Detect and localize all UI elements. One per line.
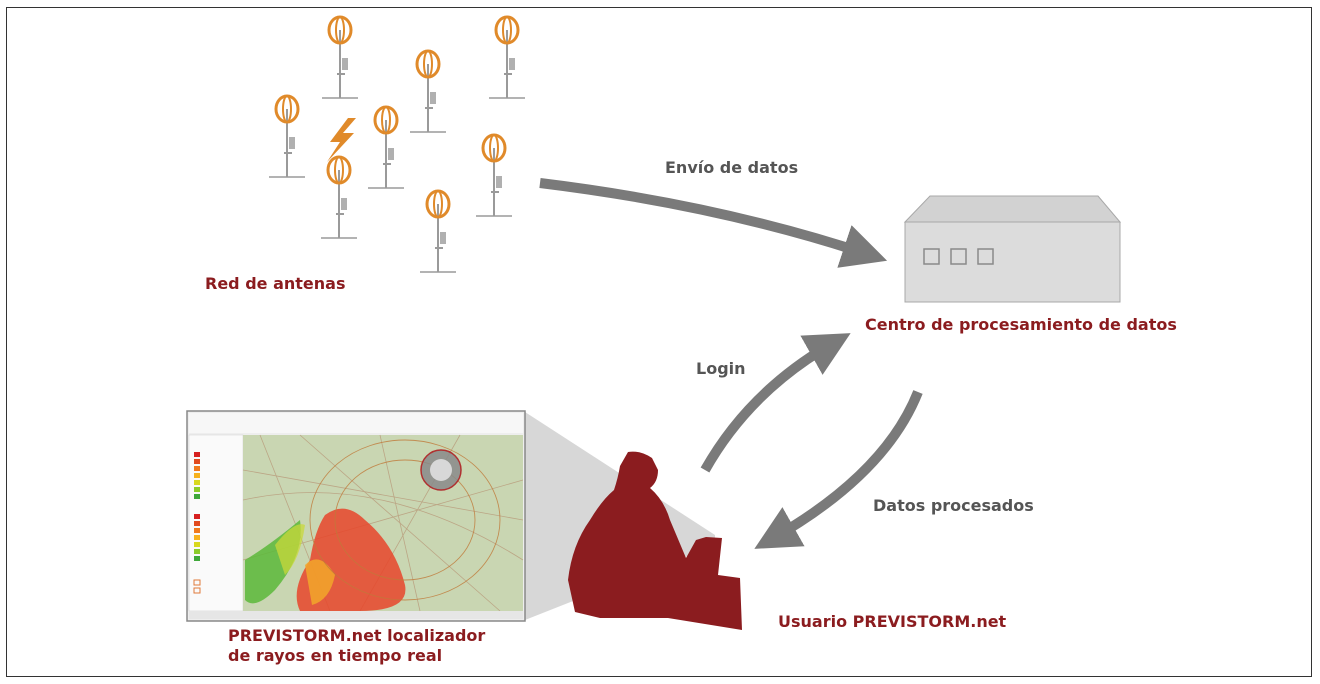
- send-data-arrow: [539, 178, 888, 268]
- legend-swatches: [193, 452, 201, 594]
- app-screenshot: [186, 410, 526, 622]
- processed-data-label: Datos procesados: [873, 496, 1034, 515]
- antenna-icon: [487, 15, 527, 100]
- storm-contours: [309, 439, 501, 601]
- antenna-icon: [267, 94, 307, 179]
- diagram-border: [6, 7, 1312, 677]
- login-label: Login: [696, 359, 746, 378]
- antenna-icon: [418, 189, 458, 274]
- locator-label-line1: PREVISTORM.net localizador: [228, 626, 486, 645]
- processed-data-arrow: [754, 390, 923, 549]
- antenna-icon: [474, 133, 514, 218]
- antenna-icon: [408, 49, 448, 134]
- lightning-icon: [327, 118, 356, 162]
- antenna-icon: [366, 105, 406, 190]
- user-label: Usuario PREVISTORM.net: [778, 612, 1007, 631]
- user-silhouette-icon: [568, 451, 742, 630]
- server-icon: [903, 195, 1122, 303]
- antenna-icon: [319, 155, 359, 240]
- antenna-icon: [320, 15, 360, 100]
- login-arrow: [700, 333, 851, 473]
- locator-label-line2: de rayos en tiempo real: [228, 646, 443, 665]
- radar-marker: [420, 449, 462, 491]
- center-label: Centro de procesamiento de datos: [865, 315, 1177, 334]
- network-label: Red de antenas: [205, 274, 346, 293]
- antenna-network: [267, 15, 527, 274]
- send-data-label: Envío de datos: [665, 158, 799, 177]
- storm-cells: [245, 508, 406, 611]
